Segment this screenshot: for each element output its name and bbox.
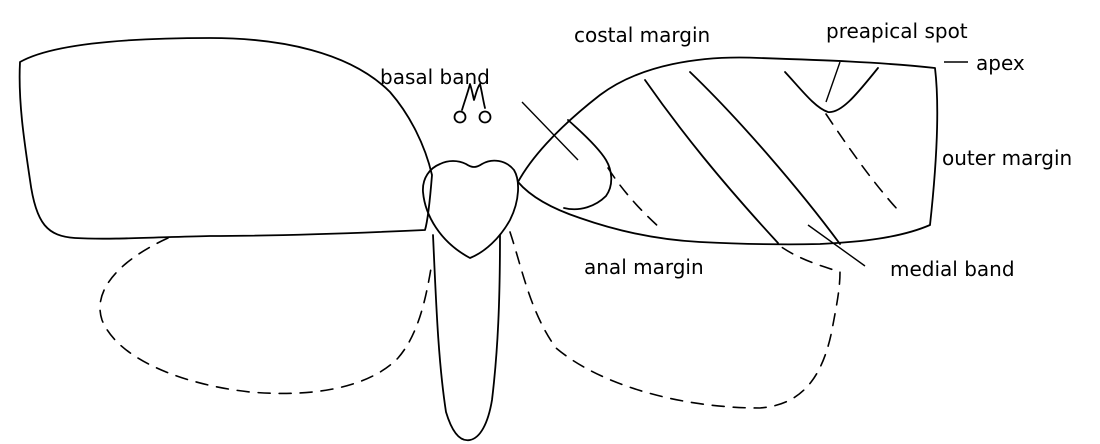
label-basal-band: basal band xyxy=(380,65,490,89)
thorax xyxy=(423,161,518,258)
preapical-spot-leader xyxy=(826,62,840,102)
label-anal-margin: anal margin xyxy=(584,255,704,279)
basal-band xyxy=(564,120,611,209)
left-eye xyxy=(455,112,466,123)
label-costal-margin: costal margin xyxy=(574,23,710,47)
label-preapical-spot: preapical spot xyxy=(826,19,968,43)
medial-band-leader xyxy=(808,225,865,266)
right-forewing xyxy=(518,57,937,244)
medial-band-line-1 xyxy=(645,80,778,243)
medial-band-line-2 xyxy=(690,72,840,244)
label-outer-margin: outer margin xyxy=(942,146,1072,170)
basal-band-continuation xyxy=(608,168,660,228)
abdomen xyxy=(433,235,500,440)
left-forewing xyxy=(20,38,432,239)
label-medial-band: medial band xyxy=(890,257,1015,281)
right-eye xyxy=(480,112,491,123)
left-hindwing xyxy=(100,238,432,393)
preapical-dashed-line xyxy=(826,114,898,210)
basal-band-leader xyxy=(522,102,578,160)
preapical-spot xyxy=(785,68,878,112)
label-apex: apex xyxy=(976,51,1025,75)
